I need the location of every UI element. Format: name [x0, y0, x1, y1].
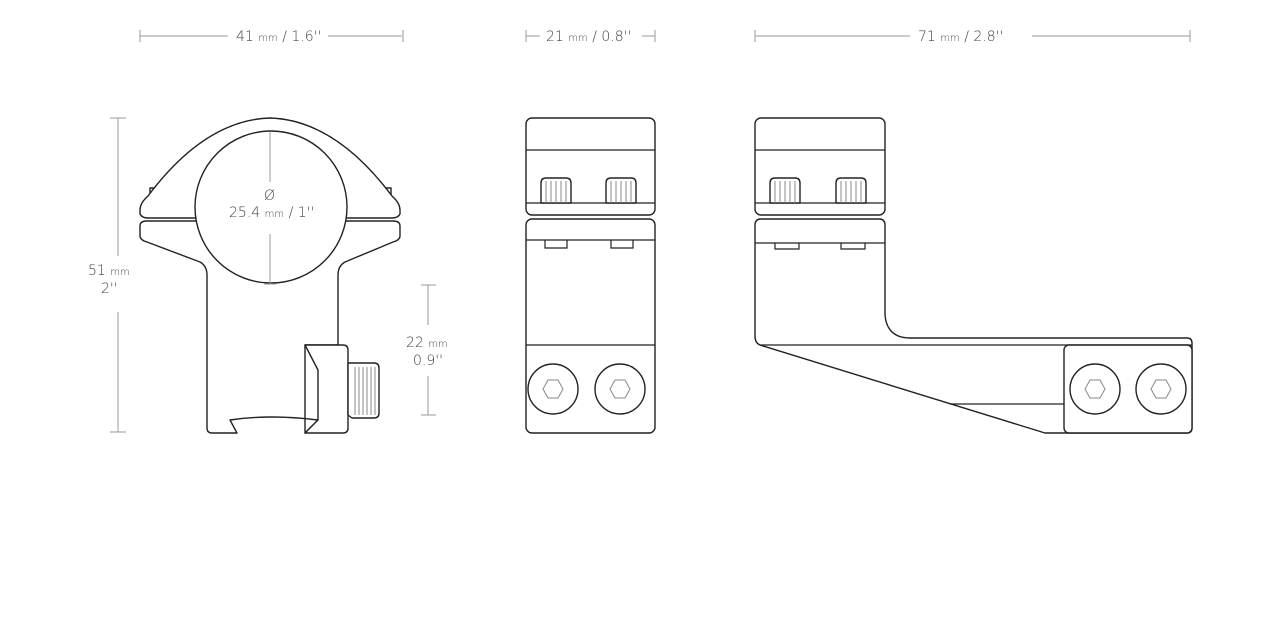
height-dimension: 51 mm 2'': [88, 117, 130, 433]
length-dimension: 71 mm / 2.8'': [754, 29, 1191, 45]
svg-text:2'': 2'': [101, 281, 118, 297]
front-view: Ø 25.4 mm / 1'': [139, 117, 401, 434]
diameter-label: 25.4 mm / 1'': [229, 205, 314, 221]
side-view: [525, 117, 656, 434]
svg-text:0.9'': 0.9'': [413, 353, 443, 369]
cantilever-view: [754, 117, 1193, 434]
width-dimension: 41 mm / 1.6'': [139, 29, 404, 45]
svg-text:21 mm / 0.8'': 21 mm / 0.8'': [546, 29, 631, 45]
depth-dimension: 21 mm / 0.8'': [525, 29, 656, 45]
svg-text:71 mm / 2.8'': 71 mm / 2.8'': [918, 29, 1003, 45]
svg-text:22 mm: 22 mm: [406, 335, 448, 351]
svg-text:51 mm: 51 mm: [88, 263, 130, 279]
ring-height-dimension: 22 mm 0.9'': [406, 284, 448, 416]
diameter-symbol: Ø: [264, 188, 275, 204]
svg-text:41 mm / 1.6'': 41 mm / 1.6'': [236, 29, 321, 45]
